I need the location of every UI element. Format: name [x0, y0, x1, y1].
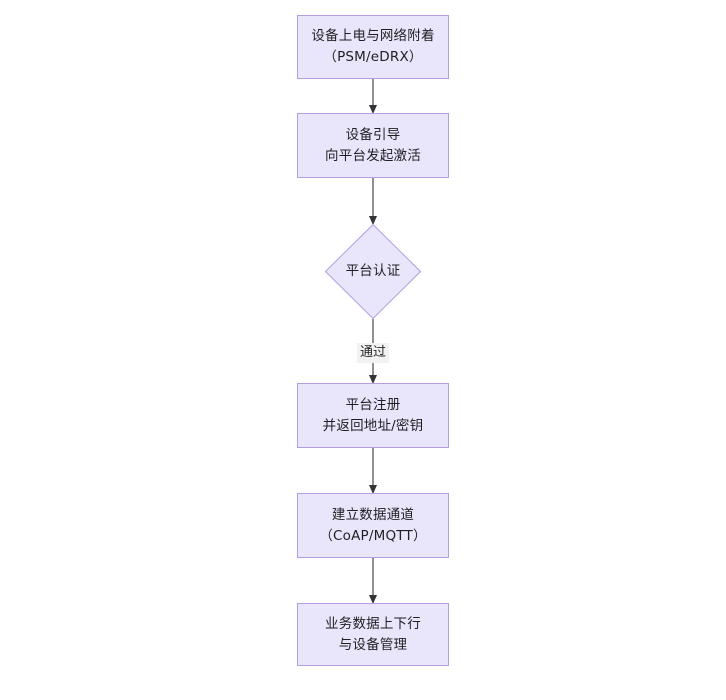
node-device-bootstrap[interactable]: 设备引导 向平台发起激活 — [297, 113, 449, 178]
node-label: 平台认证 — [345, 263, 401, 280]
node-label: 设备上电与网络附着 （PSM/eDRX） — [311, 28, 435, 65]
node-label: 设备引导 向平台发起激活 — [325, 126, 421, 164]
edge-label-pass: 通过 — [356, 343, 390, 364]
diamond-shape — [325, 224, 421, 319]
node-establish-data-channel[interactable]: 建立数据通道 （CoAP/MQTT） — [297, 493, 449, 558]
node-platform-authentication[interactable]: 平台认证 — [325, 224, 421, 319]
node-label: 平台注册 并返回地址/密钥 — [322, 396, 424, 434]
node-device-power-on[interactable]: 设备上电与网络附着 （PSM/eDRX） — [297, 15, 449, 79]
node-service-data-and-management[interactable]: 业务数据上下行 与设备管理 — [297, 603, 449, 666]
node-platform-registration[interactable]: 平台注册 并返回地址/密钥 — [297, 383, 449, 448]
node-label: 建立数据通道 （CoAP/MQTT） — [319, 506, 427, 544]
node-label: 业务数据上下行 与设备管理 — [325, 615, 421, 653]
